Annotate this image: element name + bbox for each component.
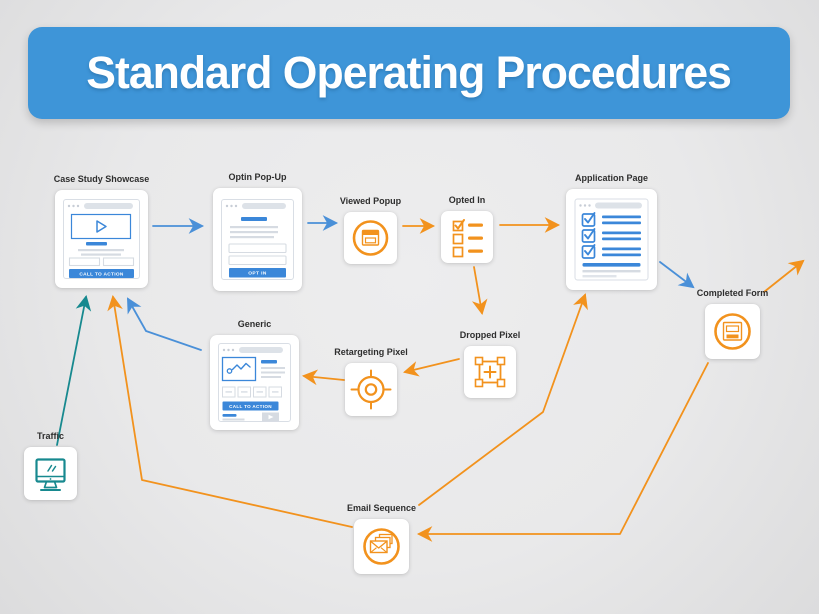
target-icon <box>350 369 392 410</box>
node-email-sequence: Email Sequence <box>347 503 416 574</box>
edge-email-sequence-to-application-page <box>418 293 588 506</box>
call-to-action-button: CALL TO ACTION <box>229 404 272 409</box>
form-icon <box>714 313 751 350</box>
node-completed-form: Completed Form <box>697 288 768 359</box>
edge-completed-form-to-email-sequence <box>416 362 709 542</box>
node-generic: Generic CALL TO ACTION <box>210 319 299 430</box>
popup-window-icon <box>352 220 389 256</box>
node-retargeting-pixel: Retargeting Pixel <box>334 347 408 416</box>
edge-email-sequence-to-case-study-showcase <box>107 294 353 528</box>
browser-video-wireframe-icon: CALL TO ACTION <box>63 199 140 279</box>
node-label: Email Sequence <box>346 503 417 513</box>
edge-retargeting-pixel-to-generic <box>301 369 345 386</box>
node-dropped-pixel: Dropped Pixel <box>460 330 520 398</box>
node-label: Generic <box>237 319 272 329</box>
node-label: Optin Pop-Up <box>228 172 287 182</box>
node-opted-in: Opted In <box>441 195 493 263</box>
node-label: Viewed Popup <box>339 196 402 206</box>
node-label: Case Study Showcase <box>53 174 150 184</box>
node-label: Dropped Pixel <box>459 330 521 340</box>
node-case-study-showcase: Case Study Showcase CALL TO ACTION <box>54 174 149 288</box>
edge-traffic-to-case-study-showcase <box>56 294 92 446</box>
edge-application-page-to-completed-form <box>659 261 695 289</box>
node-label: Application Page <box>574 173 648 183</box>
call-to-action-button: CALL TO ACTION <box>79 271 124 277</box>
page-title: Standard Operating Procedures <box>86 47 733 98</box>
title-banner: Standard Operating Procedures <box>28 27 790 119</box>
browser-generic-wireframe-icon: CALL TO ACTION <box>218 343 291 422</box>
node-viewed-popup: Viewed Popup <box>340 196 401 264</box>
edge-completed-form-to-offscreen-top-right <box>763 259 805 293</box>
node-optin-popup: Optin Pop-Up OPT IN <box>213 172 302 291</box>
node-label: Opted In <box>448 195 486 205</box>
opt-in-button: OPT IN <box>248 271 267 277</box>
computer-monitor-icon <box>35 458 66 491</box>
browser-checklist-wireframe-icon <box>574 198 649 281</box>
node-label: Traffic <box>36 431 64 441</box>
edge-generic-to-case-study-showcase <box>126 297 202 351</box>
node-label: Retargeting Pixel <box>334 347 408 357</box>
checklist-icon <box>452 219 483 258</box>
node-application-page: Application Page <box>566 173 657 290</box>
node-label: Completed Form <box>696 288 769 298</box>
email-stack-icon <box>363 528 400 565</box>
pixel-selection-icon <box>474 356 506 388</box>
browser-optin-wireframe-icon: OPT IN <box>221 199 294 280</box>
node-traffic: Traffic <box>24 431 77 500</box>
edge-dropped-pixel-to-retargeting-pixel <box>403 358 460 377</box>
edge-opted-in-to-dropped-pixel <box>471 266 488 316</box>
